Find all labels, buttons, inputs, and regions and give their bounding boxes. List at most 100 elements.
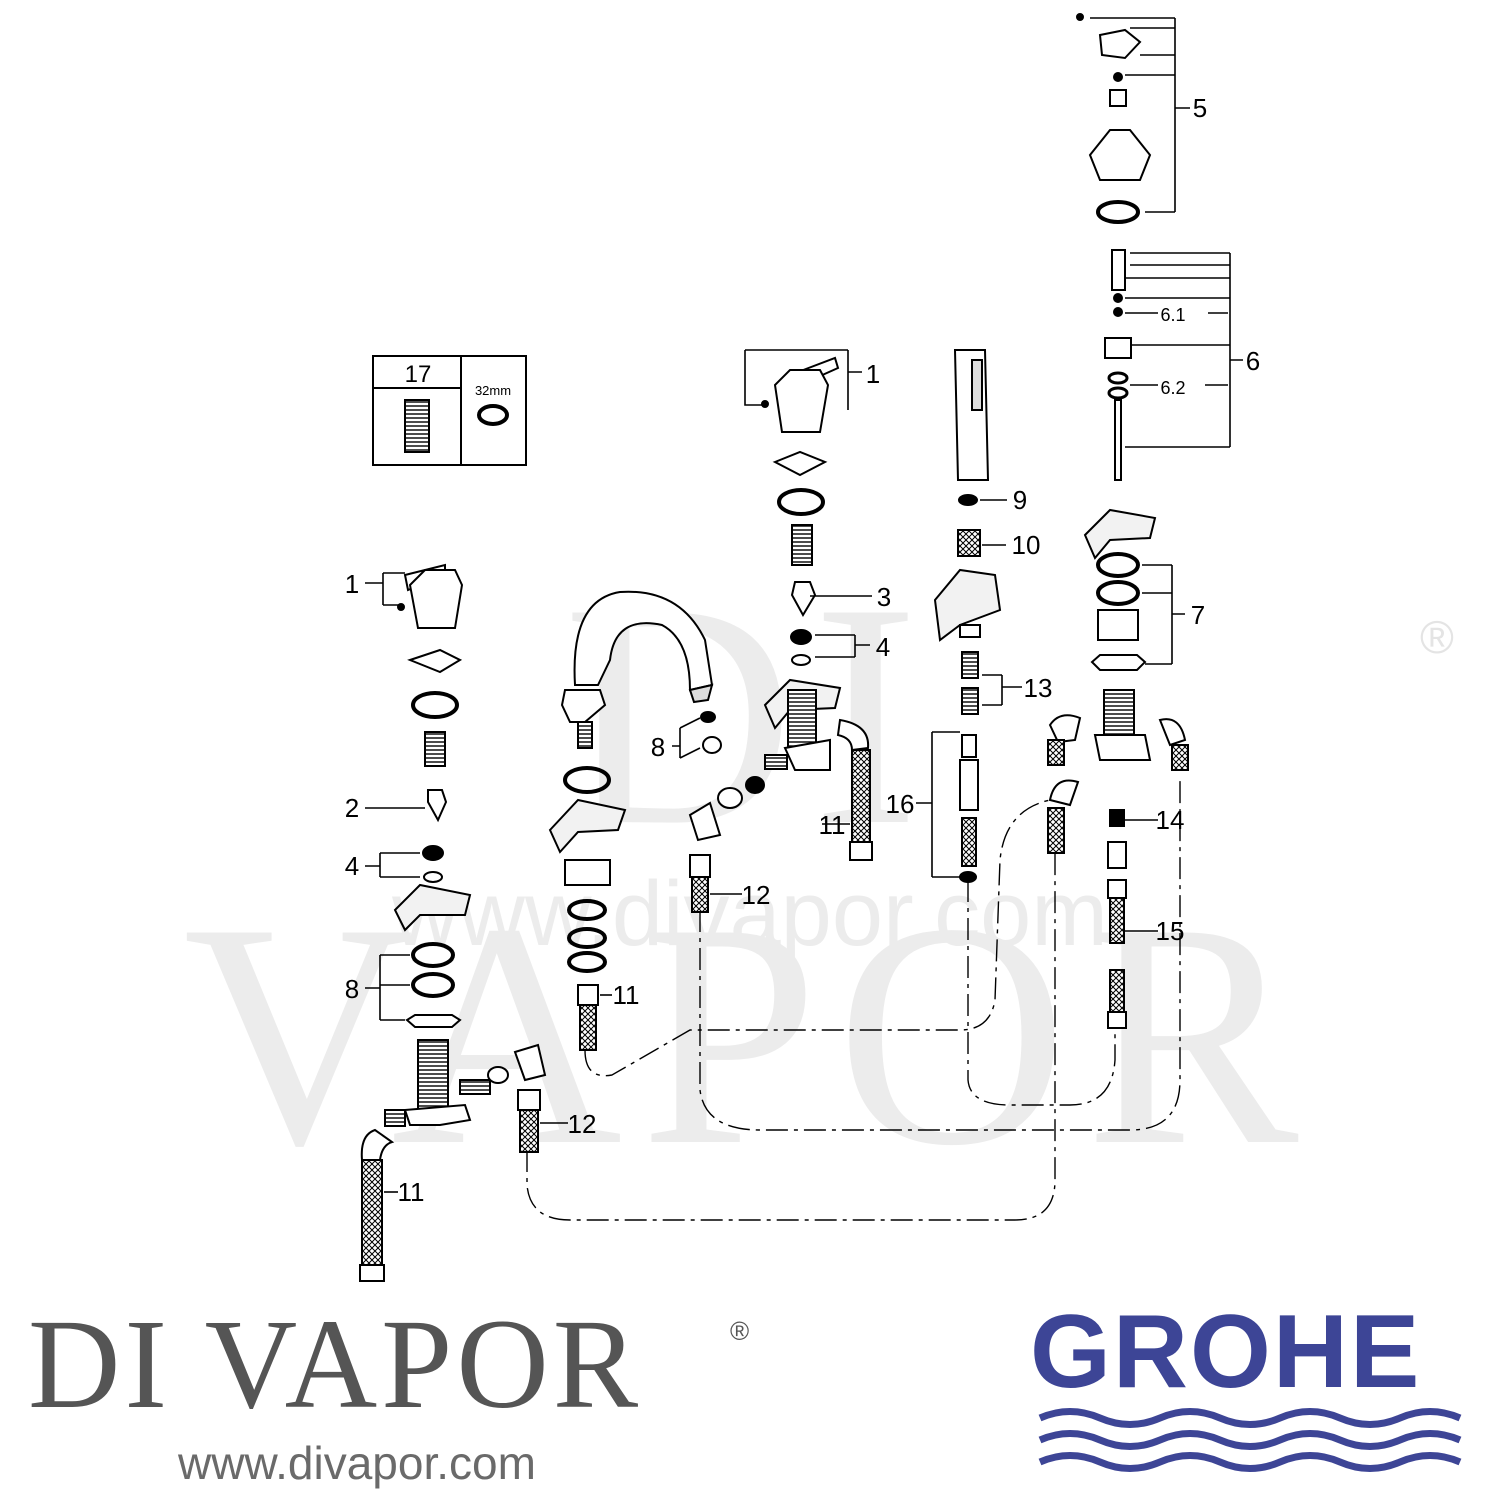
callout-leader — [365, 954, 410, 1021]
left-flex-hose-11 — [361, 1159, 383, 1271]
diverter-rod — [1114, 399, 1122, 481]
diverter-o-ring — [1096, 200, 1140, 224]
diverter-cap — [1098, 28, 1142, 60]
left-o-ring — [411, 691, 459, 719]
callout-label: 8 — [345, 974, 359, 1004]
footer-registered: ® — [730, 1316, 750, 1346]
left-tee-body — [403, 1103, 472, 1126]
left-threaded-shank — [417, 1039, 449, 1111]
watermark-url: www.divapor.com — [392, 863, 1108, 965]
callout-label: 15 — [1156, 916, 1185, 946]
callout-label: 9 — [1013, 485, 1027, 515]
diverter-threaded-shank — [1103, 689, 1135, 741]
callout-label: 4 — [876, 632, 890, 662]
hand-shower-nut — [957, 529, 981, 557]
right-spindle-extension — [791, 524, 813, 566]
footer-url: www.divapor.com — [178, 1437, 536, 1489]
diverter-seal-1 — [1107, 371, 1129, 385]
right-tee-body — [783, 738, 831, 771]
diverter-lower-elbow — [1048, 779, 1080, 807]
callout-label: 12 — [742, 880, 771, 910]
diverter-washer-2 — [1096, 580, 1140, 606]
diverter-seal-2 — [1107, 386, 1129, 400]
spout-washer-3 — [567, 951, 607, 973]
callout-leader — [744, 349, 862, 410]
right-side-washer — [745, 776, 765, 794]
diverter-assembly — [1047, 13, 1189, 1029]
right-handle-screw — [761, 400, 769, 408]
callout-leader-lines — [365, 17, 1243, 1193]
callout-label: 11 — [398, 1177, 425, 1207]
right-hose-11 — [851, 749, 871, 846]
diverter-hex-nut — [1090, 654, 1147, 671]
left-side-nut — [487, 1066, 509, 1084]
inset-part-17-cylinder — [404, 399, 430, 453]
inset-box-17 — [372, 355, 527, 466]
diverter-lower-hose — [1047, 807, 1065, 854]
spout-aerator-ring — [700, 711, 716, 723]
callout-label: 11 — [613, 980, 640, 1010]
inset-size-label: 32mm — [475, 383, 511, 398]
left-handle-body — [408, 569, 464, 629]
spout-hose-nut — [577, 984, 599, 1006]
left-valve-assembly — [359, 563, 547, 1282]
inset-32mm-ring — [477, 404, 509, 426]
left-connector-12 — [517, 1089, 541, 1111]
inset-part-number: 17 — [405, 361, 432, 388]
callout-leader — [365, 852, 420, 878]
diverter-deck-section — [1083, 508, 1157, 560]
spout-deck-section — [548, 798, 627, 854]
diverter-hose-15-lower — [1109, 969, 1125, 1016]
callout-label: 16 — [886, 789, 915, 819]
left-washer-1 — [411, 942, 455, 968]
callout-label: 3 — [877, 582, 891, 612]
spout-washer-2 — [567, 927, 607, 949]
diverter-spacer — [1097, 609, 1139, 641]
right-handle-body — [773, 369, 830, 433]
diverter-right-elbow — [1158, 718, 1187, 747]
spout-gooseneck — [573, 590, 714, 692]
diverter-spindle-head — [1104, 337, 1132, 359]
callout-label: 11 — [819, 810, 846, 840]
hand-shower-assembly — [933, 349, 1002, 883]
hand-shower-washer — [958, 494, 978, 506]
callout-label: 1 — [866, 359, 880, 389]
right-threaded-shank — [787, 689, 817, 751]
right-hose-elbow-11 — [836, 718, 870, 752]
callout-leader — [916, 731, 960, 878]
callout-label: 6.1 — [1160, 305, 1185, 325]
callout-label: 10 — [1012, 530, 1041, 560]
diverter-washer-1 — [1096, 552, 1140, 578]
callout-leader — [1142, 564, 1185, 665]
callout-label: 13 — [1024, 673, 1053, 703]
right-cartridge — [790, 581, 817, 618]
grohe-wave-logo — [1038, 1408, 1462, 1472]
diverter-cap-screw — [1076, 13, 1084, 21]
left-elbow-nipple — [384, 1109, 406, 1127]
hose-guide-weight — [961, 817, 977, 867]
left-spindle-extension — [424, 731, 446, 767]
hand-shower-thread-2 — [961, 687, 979, 715]
right-o-ring — [777, 488, 825, 516]
left-seal-black — [422, 845, 444, 861]
left-elbow-fitting — [513, 1043, 547, 1082]
callout-label: 2 — [345, 793, 359, 823]
right-hose-nut-11 — [849, 841, 873, 861]
diverter-hose-15-end — [1107, 1011, 1127, 1029]
right-side-nut — [717, 787, 743, 809]
diverter-hose-15 — [1109, 897, 1125, 944]
left-hose-elbow — [360, 1128, 395, 1161]
hand-shower-holder — [933, 568, 1002, 642]
spout-hose-11 — [579, 1004, 597, 1051]
right-seal-ring — [791, 654, 811, 666]
callout-label: 7 — [1191, 600, 1205, 630]
spout-base — [560, 689, 607, 723]
left-hose-12 — [519, 1109, 539, 1153]
left-washer-2 — [411, 972, 455, 998]
callout-label: 6 — [1246, 346, 1260, 376]
diverter-handle — [1088, 129, 1152, 181]
left-hex-nut — [405, 1014, 462, 1028]
left-cartridge — [427, 789, 448, 823]
diverter-tee-body — [1093, 734, 1152, 761]
